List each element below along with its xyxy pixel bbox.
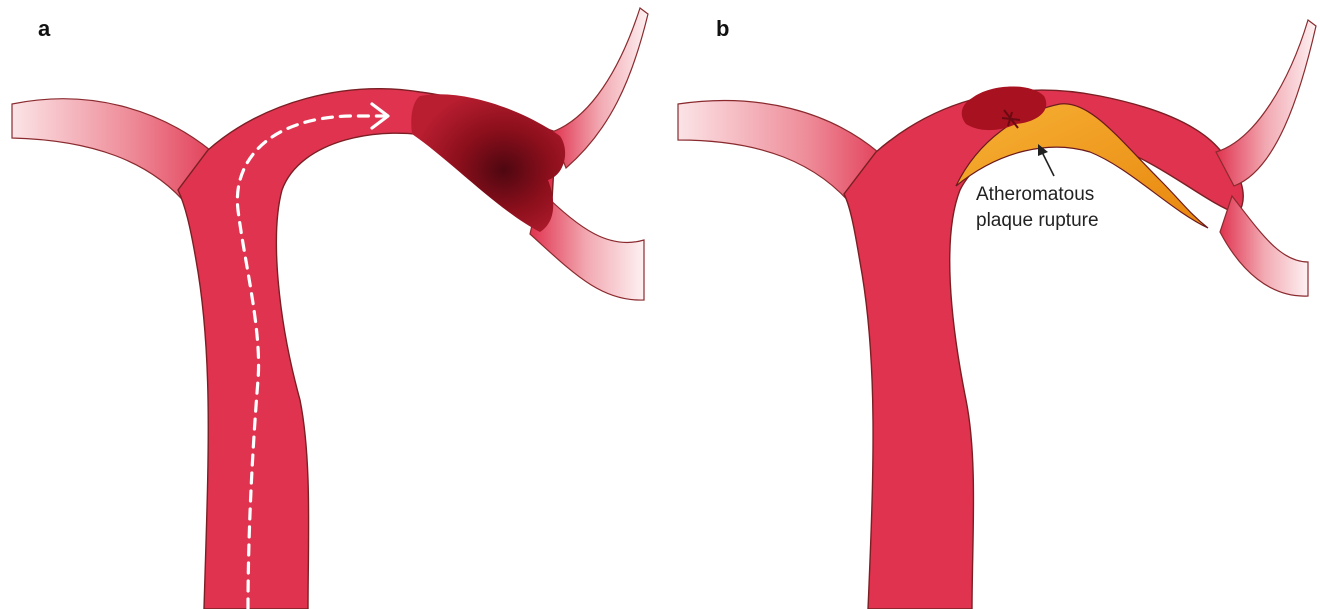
right-lower-branch (1220, 196, 1308, 296)
panel-b-artery-diagram (660, 0, 1320, 609)
right-upper-branch (1216, 20, 1316, 186)
aortic-arch (844, 90, 1243, 609)
clot (411, 94, 565, 232)
panel-a-artery-diagram (0, 0, 660, 609)
panel-b: b (660, 0, 1320, 609)
annotation-line-2: plaque rupture (976, 208, 1099, 234)
annotation-arrow-line (1042, 152, 1054, 176)
annotation-line-1: Atheromatous (976, 182, 1099, 208)
plaque-annotation: Atheromatous plaque rupture (976, 182, 1099, 234)
right-upper-branch (552, 8, 648, 168)
panel-a: a (0, 0, 660, 609)
